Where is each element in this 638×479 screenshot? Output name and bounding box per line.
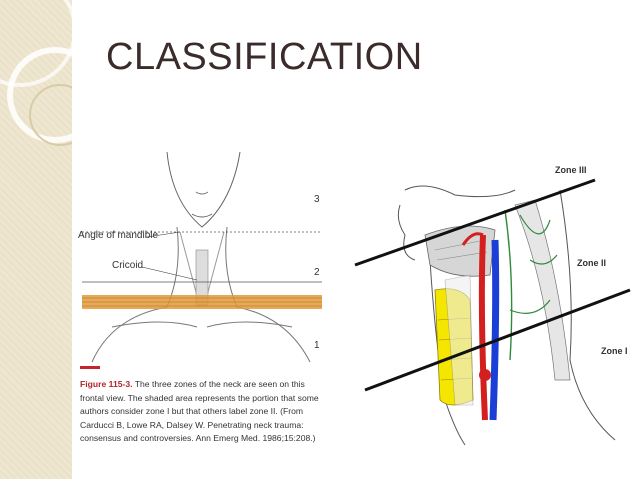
zone-number-3: 3	[314, 194, 320, 205]
figure-caption: Figure 115-3. The three zones of the nec…	[80, 378, 325, 446]
zone-number-1: 1	[314, 340, 320, 351]
caption-figure-number: Figure 115-3.	[80, 379, 133, 389]
zone-i-label: Zone I	[601, 346, 628, 356]
decorative-side-strip	[0, 0, 72, 479]
frontal-neck-figure: Angle of mandible Cricoid 3 2 1	[72, 132, 326, 478]
lateral-neck-figure: Zone III Zone II Zone I	[345, 160, 638, 460]
zone-number-2: 2	[314, 267, 320, 278]
decorative-circles	[0, 0, 72, 146]
caption-accent-bar	[80, 366, 100, 369]
caption-text: The three zones of the neck are seen on …	[80, 379, 319, 443]
angle-of-mandible-label: Angle of mandible	[78, 230, 159, 241]
zone-ii-label: Zone II	[577, 258, 606, 268]
frontal-neck-illustration	[82, 151, 322, 363]
slide-title: CLASSIFICATION	[106, 36, 423, 78]
lateral-neck-illustration	[354, 178, 631, 446]
zone-iii-label: Zone III	[555, 165, 587, 175]
cricoid-label: Cricoid	[112, 260, 144, 271]
